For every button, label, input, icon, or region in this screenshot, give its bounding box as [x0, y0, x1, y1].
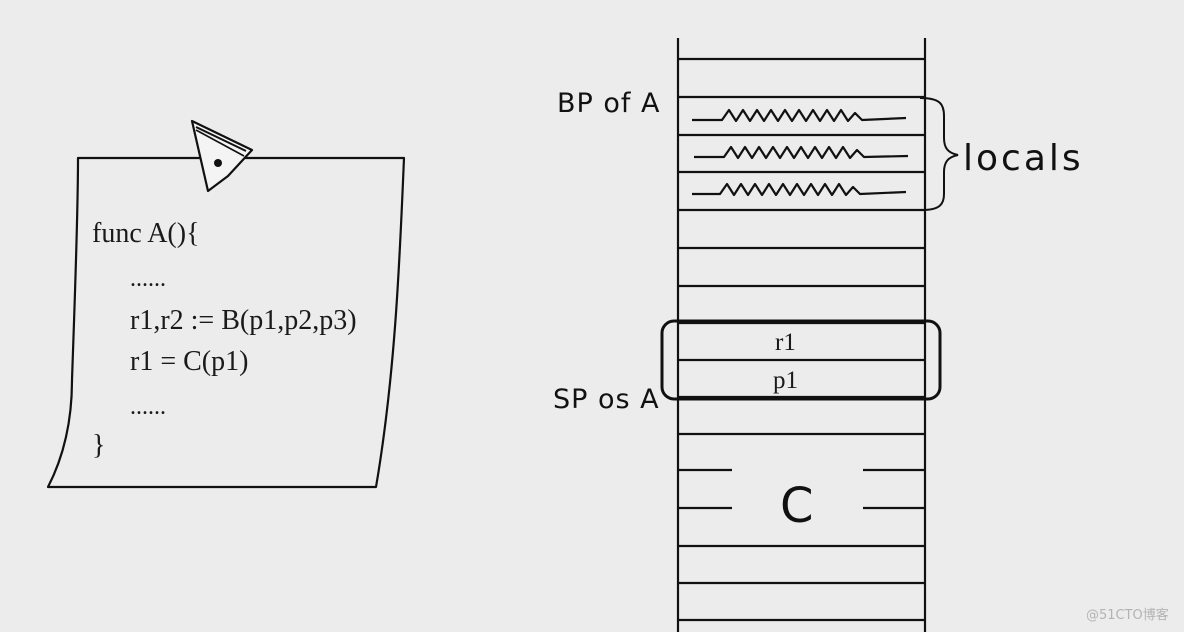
local-scribble-2	[694, 145, 909, 160]
local-scribble-1	[692, 108, 907, 123]
code-line-3: r1,r2 := B(p1,p2,p3)	[130, 305, 357, 336]
locals-label: locals	[963, 138, 1084, 179]
code-line-2: ......	[130, 266, 166, 292]
local-variable-scribbles	[692, 108, 909, 197]
slot-p1-label: p1	[773, 367, 798, 394]
frame-c-label: C	[780, 478, 814, 534]
pushpin-icon	[190, 119, 254, 193]
bp-of-a-label: BP of A	[557, 88, 660, 119]
code-line-5: ......	[130, 394, 166, 420]
code-line-1: func A(){	[92, 218, 200, 249]
note-paper	[46, 156, 406, 489]
local-scribble-3	[692, 182, 907, 197]
argument-return-highlight	[660, 319, 942, 401]
stack-column	[676, 38, 927, 632]
slot-r1-label: r1	[775, 329, 796, 356]
code-note: func A(){ ...... r1,r2 := B(p1,p2,p3) r1…	[46, 119, 406, 489]
code-line-6: }	[92, 430, 105, 461]
sp-of-a-label: SP os A	[553, 384, 660, 415]
locals-brace	[919, 97, 959, 211]
code-line-4: r1 = C(p1)	[130, 346, 248, 377]
watermark: @51CTO博客	[1086, 607, 1169, 623]
